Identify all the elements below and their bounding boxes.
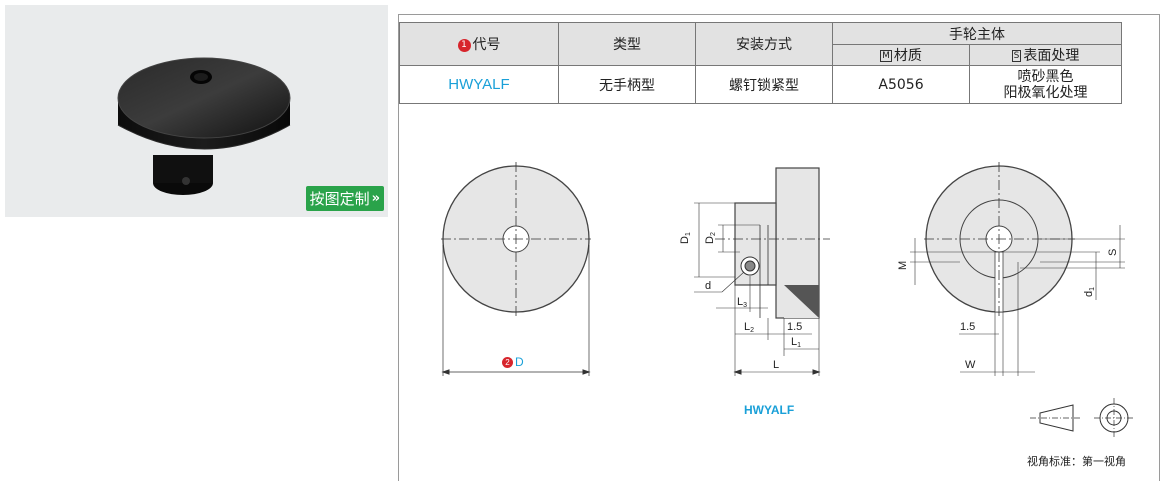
dim-W-label: W — [965, 359, 976, 371]
model-label: HWYALF — [744, 403, 795, 417]
dim-L-label: L — [773, 359, 779, 371]
dim-S-label: S — [1107, 249, 1119, 256]
content-frame — [398, 14, 1160, 481]
dim-L3-label: L3 — [737, 296, 747, 309]
cell-code: HWYALF — [399, 65, 559, 104]
dim-D1-label: D1 — [679, 232, 692, 244]
first-angle-projection-icon — [1030, 398, 1134, 438]
material-box-icon: M — [880, 50, 892, 62]
front-view-slotted — [910, 162, 1125, 376]
product-photo — [117, 57, 291, 195]
dim-d-label: d — [705, 280, 711, 292]
front-view-plain — [441, 162, 591, 376]
dim-1-5-side-label: 1.5 — [787, 321, 802, 333]
header-surface-label: 表面处理 — [1023, 48, 1080, 64]
custom-order-button[interactable]: 按图定制 » — [305, 186, 384, 211]
cell-type: 无手柄型 — [558, 65, 696, 104]
cell-surface-line1: 喷砂黑色 — [1017, 68, 1074, 85]
surface-box-icon: S — [1011, 50, 1022, 62]
dim-d1-label: d1 — [1083, 287, 1096, 297]
cell-mount: 螺钉锁紧型 — [695, 65, 833, 104]
header-code-label: 代号 — [472, 37, 501, 53]
dim-M-label: M — [897, 261, 909, 270]
note-badge-2: 2 — [502, 356, 513, 368]
dim-1-5-front-label: 1.5 — [960, 321, 975, 333]
header-mount: 安装方式 — [695, 22, 833, 66]
double-chevron-right-icon: » — [371, 191, 380, 206]
dim-L1-label: L1 — [791, 336, 801, 349]
dim-L2-label: L2 — [744, 321, 754, 334]
product-photo-panel: 按图定制 » — [5, 5, 388, 217]
cell-surface: 喷砂黑色 阳极氧化处理 — [969, 65, 1122, 104]
header-body: 手轮主体 — [832, 22, 1122, 45]
dim-D-label: D — [515, 355, 524, 369]
cell-material: A5056 — [832, 65, 970, 104]
dim-D: 2 D — [502, 355, 524, 369]
header-material-label: 材质 — [893, 48, 922, 64]
projection-standard-label: 视角标准：第一视角 — [1027, 455, 1126, 468]
dim-D2-label: D2 — [704, 232, 717, 244]
note-badge-1: 1 — [457, 38, 471, 52]
side-view — [694, 167, 830, 376]
cell-surface-line2: 阳极氧化处理 — [1003, 84, 1088, 101]
custom-order-label: 按图定制 — [309, 190, 370, 208]
table-row: HWYALF 无手柄型 螺钉锁紧型 A5056 喷砂黑色 阳极氧化处理 — [399, 65, 1122, 104]
